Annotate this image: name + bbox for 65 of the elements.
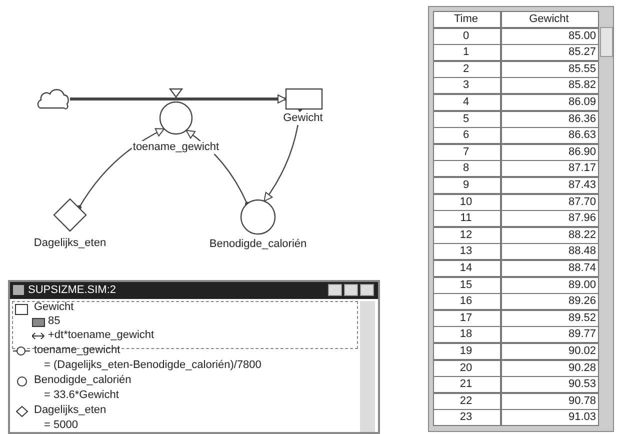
table-cell: 11 — [433, 210, 501, 228]
table-cell: 12 — [433, 226, 501, 244]
table-cell: 6 — [433, 127, 501, 144]
column-header: Gewicht — [501, 11, 599, 28]
table-cell: 10 — [433, 194, 501, 211]
table-cell: 89.52 — [501, 310, 599, 327]
table-cell: 85.82 — [501, 77, 599, 94]
flow-pipe-arrow — [70, 94, 286, 104]
table-cell: 20 — [433, 360, 501, 377]
table-cell: 2 — [433, 60, 501, 78]
table-cell: 86.09 — [501, 94, 599, 111]
table-cell: 89.26 — [501, 293, 599, 310]
table-cell: 7 — [433, 144, 501, 161]
cloud-symbol — [36, 86, 70, 112]
table-cell: 16 — [433, 293, 501, 310]
table-cell: 88.48 — [501, 243, 599, 260]
table-cell: 86.63 — [501, 127, 599, 144]
table-cell: 0 — [433, 28, 501, 45]
equation-text: Gewicht — [34, 301, 74, 314]
table-cell: 21 — [433, 376, 501, 394]
table-cell: 9 — [433, 177, 501, 194]
table-cell: 87.17 — [501, 160, 599, 178]
table-cell: 14 — [433, 260, 501, 277]
equation-text: = (Dagelijks_eten-Benodigde_calorién)/7800 — [44, 359, 262, 372]
table-cell: 15 — [433, 276, 501, 294]
link-arrow — [77, 128, 165, 210]
table-cell: 85.55 — [501, 60, 599, 78]
table-cell: 13 — [433, 243, 501, 260]
table-cell: 1 — [433, 44, 501, 62]
stock-box: Gewicht — [278, 88, 328, 125]
table-cell: 23 — [433, 409, 501, 426]
table-cell: 86.90 — [501, 144, 599, 161]
table-cell: 91.03 — [501, 409, 599, 426]
table-cell: 85.00 — [501, 28, 599, 45]
column-header: Time — [433, 11, 501, 28]
table-cell: 89.77 — [501, 326, 599, 344]
equation-text: +dt*toename_gewicht — [48, 329, 154, 342]
table-cell: 90.53 — [501, 376, 599, 394]
table-cell: 5 — [433, 110, 501, 128]
table-cell: 90.28 — [501, 360, 599, 377]
table-cell: 22 — [433, 392, 501, 410]
table-cell: 85.27 — [501, 44, 599, 62]
table-cell: 17 — [433, 310, 501, 327]
equation-text: = 33.6*Gewicht — [44, 389, 119, 402]
table-cell: 88.74 — [501, 260, 599, 277]
table-cell: 18 — [433, 326, 501, 344]
equation-text: 85 — [48, 315, 60, 328]
table-cell: 90.02 — [501, 343, 599, 360]
table-cell: 87.43 — [501, 177, 599, 194]
table-cell: 90.78 — [501, 392, 599, 410]
equation-text: = 5000 — [44, 419, 78, 432]
table-cell: 3 — [433, 77, 501, 94]
table-cell: 8 — [433, 160, 501, 178]
flow-valve: toename_gewicht — [128, 101, 224, 154]
equation-text: toename_gewicht — [34, 344, 120, 357]
window-title: SUPSIZME.SIM:2 — [28, 284, 116, 297]
table-cell: 86.36 — [501, 110, 599, 128]
table-cell: 87.96 — [501, 210, 599, 228]
equation-text: Benodigde_calorién — [34, 374, 132, 387]
table-cell: 88.22 — [501, 226, 599, 244]
equation-text: Dagelijks_eten — [34, 404, 106, 417]
table-cell: 87.70 — [501, 194, 599, 211]
table-cell: 89.00 — [501, 276, 599, 294]
table-cell: 4 — [433, 94, 501, 111]
table-cell: 19 — [433, 343, 501, 360]
